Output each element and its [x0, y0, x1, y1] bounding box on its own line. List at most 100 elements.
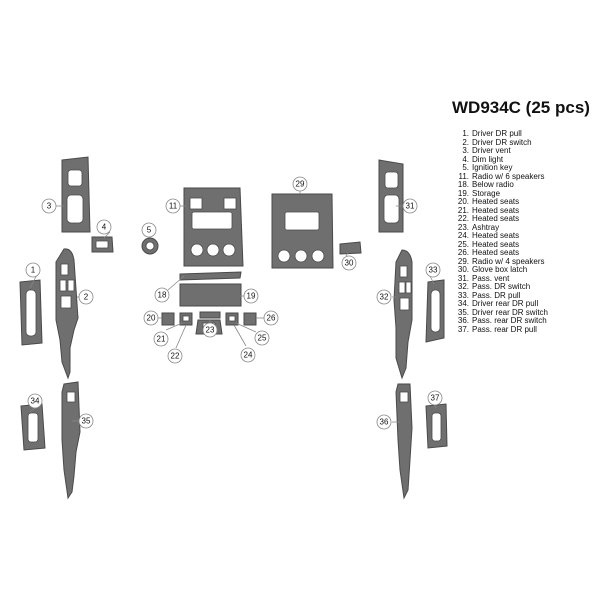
- callout-1: 1: [25, 262, 41, 278]
- parts-list-item: 18.Below radio: [455, 180, 548, 190]
- piece-driver-dr-switch: [55, 248, 79, 380]
- part-number: 20.: [457, 197, 469, 206]
- piece-heated-seats-25: [225, 312, 239, 326]
- svg-text:21: 21: [157, 335, 166, 344]
- svg-text:30: 30: [345, 259, 354, 268]
- part-label: Driver vent: [472, 146, 511, 155]
- piece-driver-rear-dr-switch: [61, 381, 81, 500]
- part-number: 29.: [457, 256, 469, 266]
- svg-text:29: 29: [296, 180, 305, 189]
- svg-text:34: 34: [31, 397, 40, 406]
- parts-list-item: 29.Radio w/ 4 speakers: [455, 256, 548, 267]
- part-label: Pass. rear DR pull: [472, 324, 537, 334]
- parts-list-item: 3.Driver vent: [455, 146, 548, 156]
- part-number: 33.: [457, 290, 469, 300]
- piece-below-radio: [179, 271, 242, 281]
- piece-pass-dr-switch: [393, 249, 413, 380]
- parts-list-item: 30.Glove box latch: [455, 265, 548, 275]
- parts-list-item: 11.Radio w/ 6 speakers: [455, 171, 548, 182]
- callout-30: 30: [341, 255, 357, 271]
- svg-text:32: 32: [380, 293, 389, 302]
- part-label: Heated seats: [472, 231, 520, 240]
- piece-driver-vent: [61, 156, 91, 233]
- part-number: 25.: [457, 239, 469, 249]
- parts-list-item: 35.Driver rear DR switch: [455, 307, 548, 318]
- svg-text:35: 35: [82, 417, 91, 426]
- piece-radio-4-speakers: [271, 193, 334, 269]
- svg-text:2: 2: [84, 293, 89, 302]
- parts-list-item: 32.Pass. DR switch: [455, 282, 548, 292]
- parts-list-item: 22.Heated seats: [455, 214, 548, 224]
- callout-25: 25: [254, 330, 270, 346]
- part-label: Heated seats: [472, 214, 520, 223]
- piece-heated-seats-20: [161, 312, 175, 326]
- part-number: 23.: [457, 222, 469, 232]
- callout-37: 37: [427, 390, 443, 406]
- svg-text:37: 37: [431, 394, 440, 403]
- parts-list-item: 34.Driver rear DR pull: [455, 299, 548, 309]
- callout-32: 32: [376, 289, 392, 305]
- part-label: Driver DR switch: [472, 137, 532, 147]
- part-number: 4.: [462, 154, 469, 164]
- piece-pass-dr-pull: [425, 279, 445, 343]
- part-label: Heated seats: [472, 197, 520, 206]
- piece-storage: [179, 283, 242, 307]
- piece-pass-rear-dr-switch: [395, 383, 413, 500]
- parts-list-item: 37.Pass. rear DR pull: [455, 324, 548, 335]
- part-label: Storage: [472, 188, 501, 198]
- callout-23: 23: [202, 322, 218, 338]
- part-label: Below radio: [472, 180, 514, 189]
- svg-text:25: 25: [258, 334, 267, 343]
- piece-heated-seats-26: [243, 312, 257, 326]
- callout-3: 3: [41, 198, 57, 214]
- callout-24: 24: [240, 347, 256, 363]
- part-label: Glove box latch: [472, 265, 528, 274]
- svg-text:23: 23: [206, 326, 215, 335]
- parts-list-item: 21.Heated seats: [455, 205, 548, 216]
- svg-text:20: 20: [147, 314, 156, 323]
- piece-radio-6-speakers: [183, 187, 244, 267]
- part-number: 1.: [462, 129, 469, 138]
- part-label: Radio w/ 4 speakers: [472, 256, 545, 266]
- parts-list-item: 26.Heated seats: [455, 248, 548, 258]
- part-number: 37.: [457, 324, 469, 334]
- parts-list-item: 23.Ashtray: [455, 222, 548, 233]
- part-label: Pass. DR switch: [472, 282, 531, 291]
- callout-21: 21: [153, 331, 169, 347]
- part-label: Pass. DR pull: [472, 290, 521, 300]
- svg-text:4: 4: [102, 223, 107, 232]
- callout-18: 18: [154, 287, 170, 303]
- part-number: 26.: [457, 248, 469, 257]
- part-label: Ignition key: [472, 163, 513, 172]
- parts-list-item: 4.Dim light: [455, 154, 548, 165]
- parts-list-item: 25.Heated seats: [455, 239, 548, 250]
- part-number: 5.: [462, 163, 469, 172]
- callout-33: 33: [425, 262, 441, 278]
- part-label: Radio w/ 6 speakers: [472, 171, 545, 181]
- piece-pass-vent: [378, 159, 404, 233]
- callout-22: 22: [167, 348, 183, 364]
- svg-text:11: 11: [169, 202, 178, 211]
- piece-heated-seats-22: [184, 313, 196, 325]
- part-number: 19.: [457, 188, 469, 198]
- parts-list-item: 36.Pass. rear DR switch: [455, 316, 548, 326]
- callout-35: 35: [78, 413, 94, 429]
- piece-glove-box-latch: [339, 241, 362, 255]
- svg-text:3: 3: [47, 202, 52, 211]
- part-number: 35.: [457, 307, 469, 317]
- svg-text:26: 26: [267, 314, 276, 323]
- parts-list-item: 33.Pass. DR pull: [455, 290, 548, 301]
- part-number: 22.: [457, 214, 469, 223]
- part-number: 36.: [457, 316, 469, 325]
- part-label: Driver DR pull: [472, 129, 522, 138]
- piece-ignition-key: [141, 237, 159, 255]
- parts-list-item: 24.Heated seats: [455, 231, 548, 241]
- callout-34: 34: [27, 393, 43, 409]
- svg-text:24: 24: [244, 351, 253, 360]
- part-label: Heated seats: [472, 205, 520, 215]
- part-number: 3.: [462, 146, 469, 155]
- svg-text:36: 36: [380, 418, 389, 427]
- part-label: Driver rear DR pull: [472, 299, 539, 308]
- callout-4: 4: [96, 219, 112, 235]
- part-number: 11.: [458, 171, 469, 181]
